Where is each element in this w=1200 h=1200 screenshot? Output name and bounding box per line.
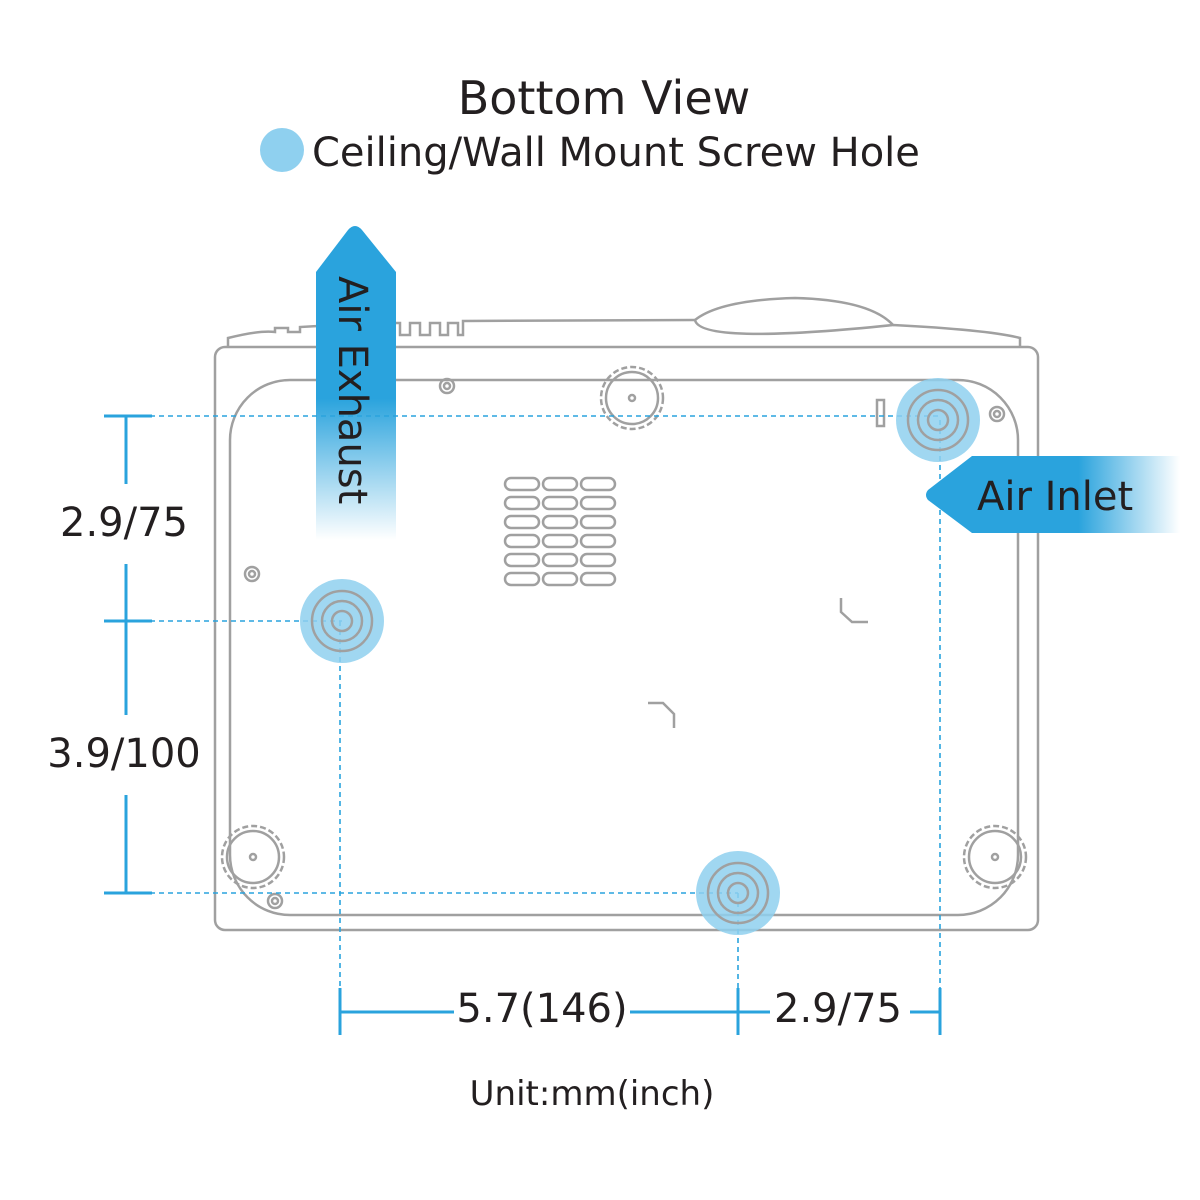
air-exhaust-label: Air Exhaust bbox=[329, 276, 375, 504]
projector-outline bbox=[213, 296, 1040, 932]
dimension-label: 2.9/75 bbox=[60, 500, 188, 546]
air-exhaust-arrow: Air Exhaust bbox=[316, 226, 396, 540]
air-inlet-arrow: Air Inlet bbox=[926, 456, 1180, 533]
dimension-label: 3.9/100 bbox=[47, 731, 200, 777]
screw-hole-legend-icon bbox=[260, 128, 304, 172]
legend-label: Ceiling/Wall Mount Screw Hole bbox=[312, 130, 920, 176]
dimension-label: 5.7(146) bbox=[456, 986, 627, 1032]
screw-hole bbox=[896, 378, 980, 462]
screw-hole bbox=[300, 579, 384, 663]
screw-hole bbox=[696, 851, 780, 935]
unit-label: Unit:mm(inch) bbox=[470, 1074, 715, 1114]
vertical-dimension: 2.9/75 3.9/100 bbox=[47, 414, 201, 895]
horizontal-dimension: 5.7(146) 2.9/75 bbox=[338, 986, 942, 1035]
dimension-label: 2.9/75 bbox=[774, 986, 902, 1032]
title: Bottom View bbox=[458, 71, 751, 125]
foot bbox=[220, 365, 1028, 890]
air-inlet-label: Air Inlet bbox=[977, 474, 1133, 520]
